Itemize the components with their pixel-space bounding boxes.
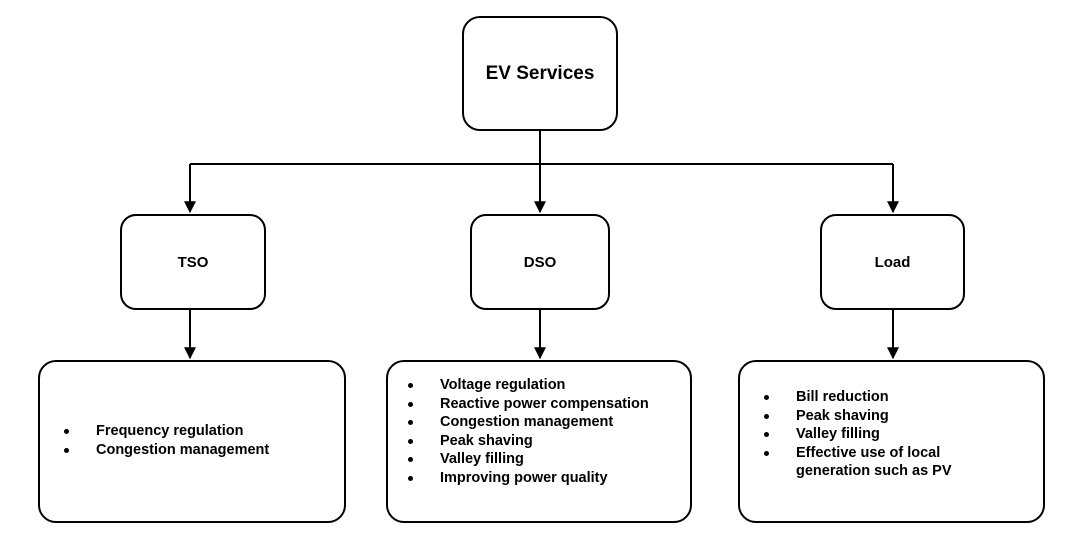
tso-service-item: Frequency regulation bbox=[62, 422, 269, 441]
tso-label: TSO bbox=[177, 253, 209, 271]
load-service-item: Peak shaving bbox=[762, 407, 952, 426]
dso-service-item: Improving power quality bbox=[406, 469, 649, 488]
root-node: EV Services bbox=[462, 16, 618, 131]
tso-service-item: Congestion management bbox=[62, 441, 269, 460]
dso-services-box: Voltage regulation Reactive power compen… bbox=[386, 360, 692, 523]
dso-service-item: Voltage regulation bbox=[406, 376, 649, 395]
dso-service-item: Congestion management bbox=[406, 413, 649, 432]
load-services-box: Bill reduction Peak shaving Valley filli… bbox=[738, 360, 1045, 523]
load-label: Load bbox=[874, 253, 911, 271]
load-services-list: Bill reduction Peak shaving Valley filli… bbox=[762, 388, 952, 481]
dso-service-item: Peak shaving bbox=[406, 432, 649, 451]
tso-node: TSO bbox=[120, 214, 266, 310]
dso-service-item: Valley filling bbox=[406, 450, 649, 469]
dso-service-item: Reactive power compensation bbox=[406, 395, 649, 414]
tso-services-box: Frequency regulation Congestion manageme… bbox=[38, 360, 346, 523]
load-node: Load bbox=[820, 214, 965, 310]
load-service-item: Bill reduction bbox=[762, 388, 952, 407]
root-label: EV Services bbox=[485, 62, 595, 84]
tso-services-list: Frequency regulation Congestion manageme… bbox=[62, 422, 269, 459]
dso-services-list: Voltage regulation Reactive power compen… bbox=[406, 376, 649, 487]
dso-node: DSO bbox=[470, 214, 610, 310]
load-service-item: Valley filling bbox=[762, 425, 952, 444]
dso-label: DSO bbox=[523, 253, 557, 271]
load-service-item: Effective use of local generation such a… bbox=[762, 444, 952, 481]
